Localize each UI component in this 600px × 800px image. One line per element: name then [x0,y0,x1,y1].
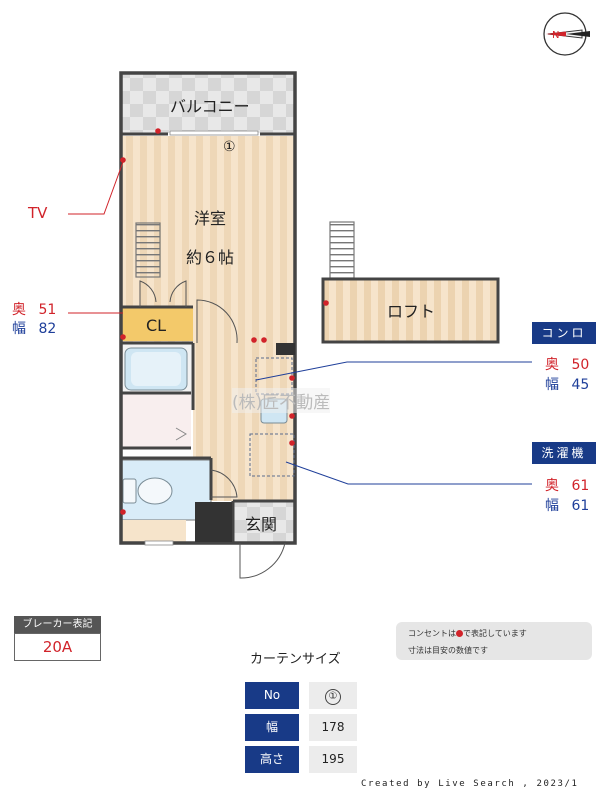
washer-outline [249,433,295,477]
stove-title: コンロ [532,322,596,344]
closet-width-key: 幅 [12,321,26,337]
room-size: 約６帖 [186,248,235,267]
stove-depth-key: 奥 [545,357,559,373]
ladder-loft [329,221,355,279]
washer-width-key: 幅 [545,498,559,514]
closet-depth-value: 51 [38,302,57,318]
breaker-title: ブレーカー表記 [14,616,101,633]
curtain-row-label: 幅 [245,714,299,741]
ladder-left [135,222,161,278]
curtain-row-value: 178 [309,714,357,741]
curtain-no-value: ① [325,689,341,705]
curtain-row-label: 高さ [245,746,299,773]
washer-width-row: 幅 61 [545,495,589,515]
closet-depth-key: 奥 [12,302,26,318]
washer-depth-row: 奥 61 [545,475,589,495]
note-line-2: 寸法は目安の数値です [408,646,488,655]
closet-depth-row: 奥 51 [12,299,56,319]
breaker-value: 20A [14,633,101,661]
closet-width-row: 幅 82 [12,318,56,338]
stove-width-row: 幅 45 [545,374,589,394]
stove-width-value: 45 [571,377,590,393]
note-line-1-before: コンセントは [408,629,456,638]
tv-label: TV [28,204,48,222]
curtain-row-value: 195 [309,746,357,773]
washer-width-value: 61 [571,498,590,514]
loft-floor [321,277,500,344]
balcony-floor [121,73,295,133]
stove-width-key: 幅 [545,377,559,393]
compass-label: N [552,30,559,41]
stove-depth-row: 奥 50 [545,354,589,374]
washer-depth-key: 奥 [545,478,559,494]
note-line-1-after: で表記しています [463,629,527,638]
curtain-row-label: No [245,682,299,709]
curtain-row-value: ① [309,682,357,709]
note-line-1: コンセントはで表記しています [408,625,592,642]
outlet-markers [120,128,329,515]
window-marker: ① [223,139,236,155]
outlet-dot-icon [456,630,463,637]
washer-title: 洗濯機 [532,442,596,464]
closet-floor [121,308,193,341]
loft-label: ロフト [387,302,436,321]
closet-width-value: 82 [38,321,57,337]
room-name: 洋室 [194,209,227,228]
washroom-floor [121,393,191,448]
entrance-label: 玄関 [245,515,278,534]
watermark: (株)匠不動産 [232,388,331,413]
toilet-bowl [137,477,173,505]
balcony-label: バルコニー [170,97,250,116]
credit-text: Created by Live Search , 2023/1 [361,779,579,789]
legend-note: コンセントはで表記しています 寸法は目安の数値です [396,622,592,660]
compass-icon [543,12,590,56]
stove-depth-value: 50 [571,357,590,373]
entrance-floor [233,501,295,543]
curtain-title: カーテンサイズ [250,652,341,667]
closet-label: CL [146,316,167,335]
washer-depth-value: 61 [571,478,590,494]
